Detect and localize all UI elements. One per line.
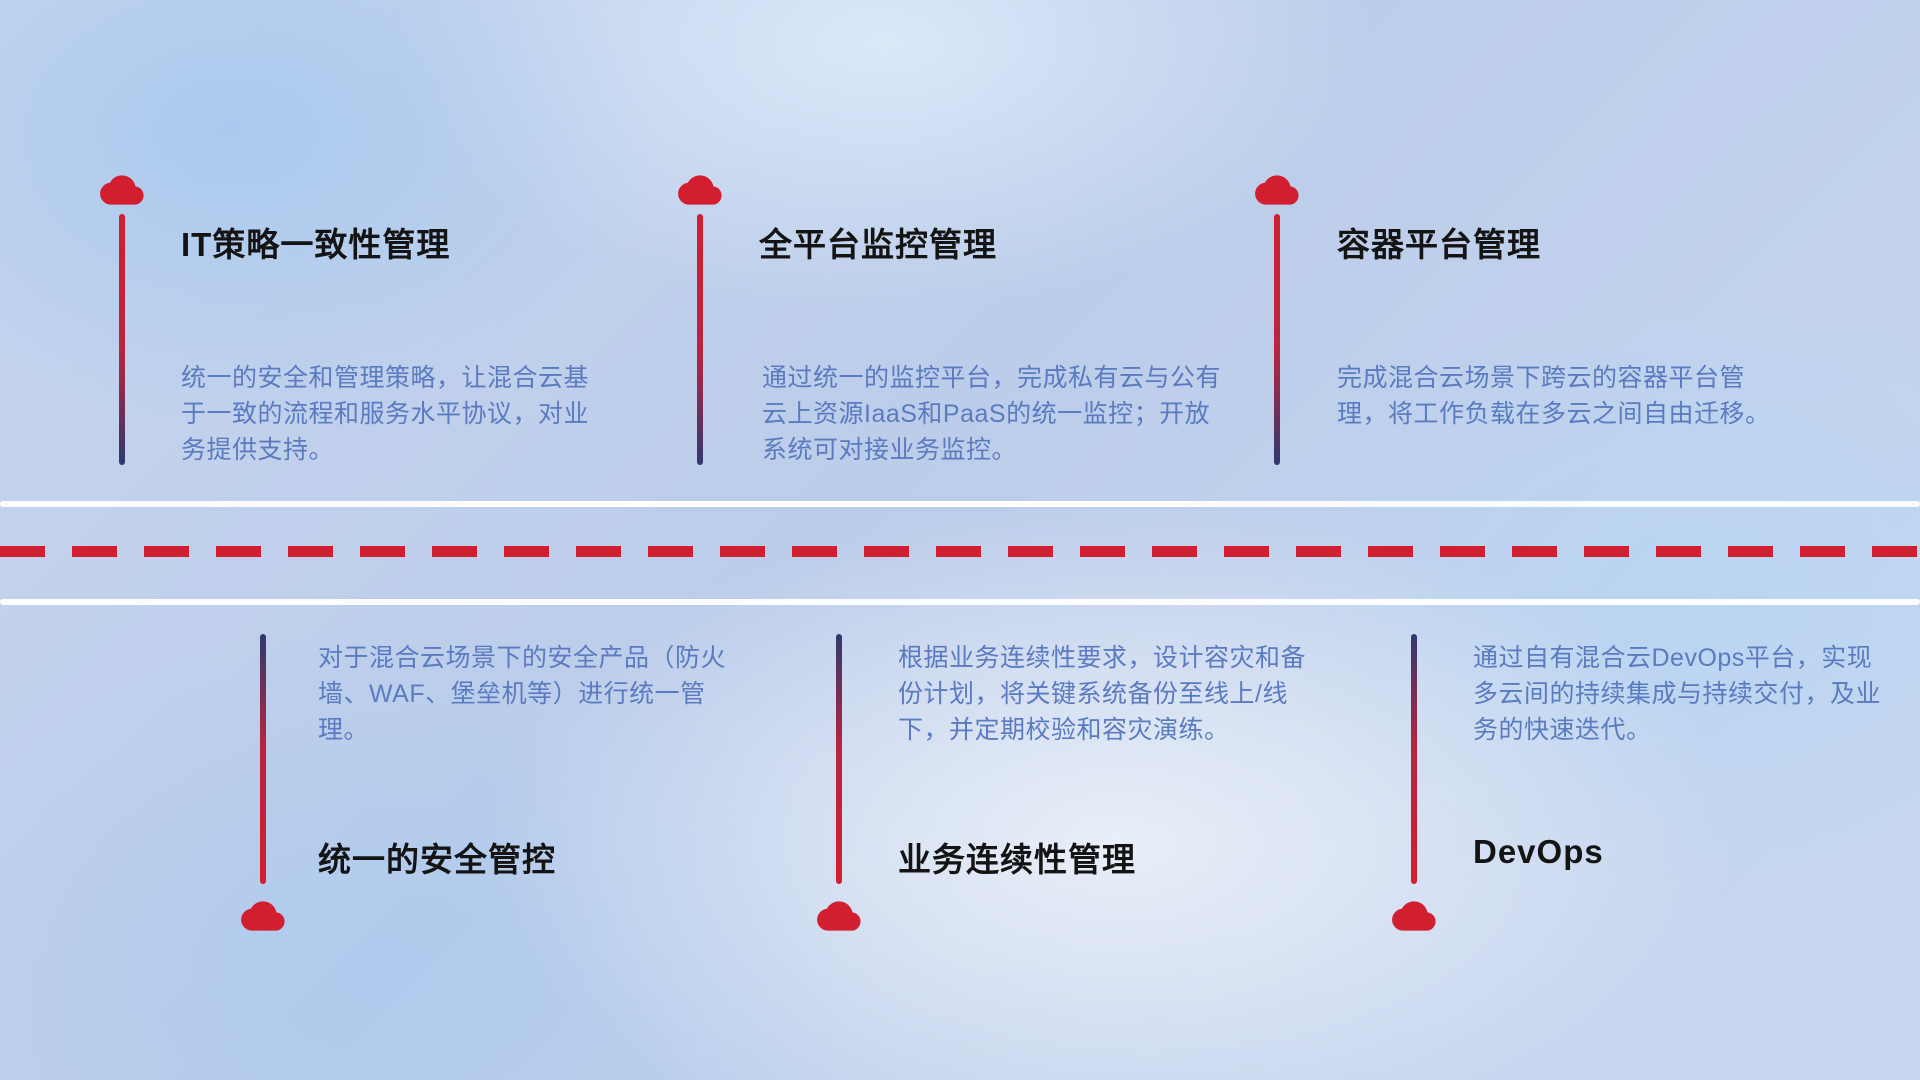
capability-title: DevOps xyxy=(1473,833,1604,870)
timeline-dashed-line xyxy=(0,546,1920,557)
cloud-icon xyxy=(1248,168,1306,212)
capability-description: 根据业务连续性要求，设计容灾和备份计划，将关键系统备份至线上/线下，并定期校验和… xyxy=(898,644,1307,744)
band-line-bottom xyxy=(0,599,1920,605)
connector-line xyxy=(260,634,266,884)
capability-description: 统一的安全和管理策略，让混合云基于一致的流程和服务水平协议，对业务提供支持。 xyxy=(181,364,590,464)
connector-line xyxy=(836,634,842,884)
capability-title: 业务连续性管理 xyxy=(898,841,1136,878)
connector-line xyxy=(1411,634,1417,884)
cloud-icon xyxy=(671,168,729,212)
connector-line xyxy=(697,214,703,465)
capability-description: 对于混合云场景下的安全产品（防火墙、WAF、堡垒机等）进行统一管理。 xyxy=(318,644,727,744)
connector-line xyxy=(119,214,125,465)
band-line-top xyxy=(0,501,1920,507)
capability-title: 统一的安全管控 xyxy=(318,841,556,878)
capability-description: 通过统一的监控平台，完成私有云与公有云上资源IaaS和PaaS的统一监控；开放系… xyxy=(762,364,1222,464)
capability-description: 完成混合云场景下跨云的容器平台管理，将工作负载在多云之间自由迁移。 xyxy=(1337,364,1771,428)
capability-description: 通过自有混合云DevOps平台，实现多云间的持续集成与持续交付，及业务的快速迭代… xyxy=(1473,644,1882,744)
cloud-icon xyxy=(93,168,151,212)
capability-title: IT策略一致性管理 xyxy=(181,226,451,263)
cloud-icon xyxy=(234,894,292,938)
connector-line xyxy=(1274,214,1280,465)
capability-title: 容器平台管理 xyxy=(1337,226,1541,263)
cloud-icon xyxy=(810,894,868,938)
cloud-icon xyxy=(1385,894,1443,938)
capability-title: 全平台监控管理 xyxy=(759,226,997,263)
